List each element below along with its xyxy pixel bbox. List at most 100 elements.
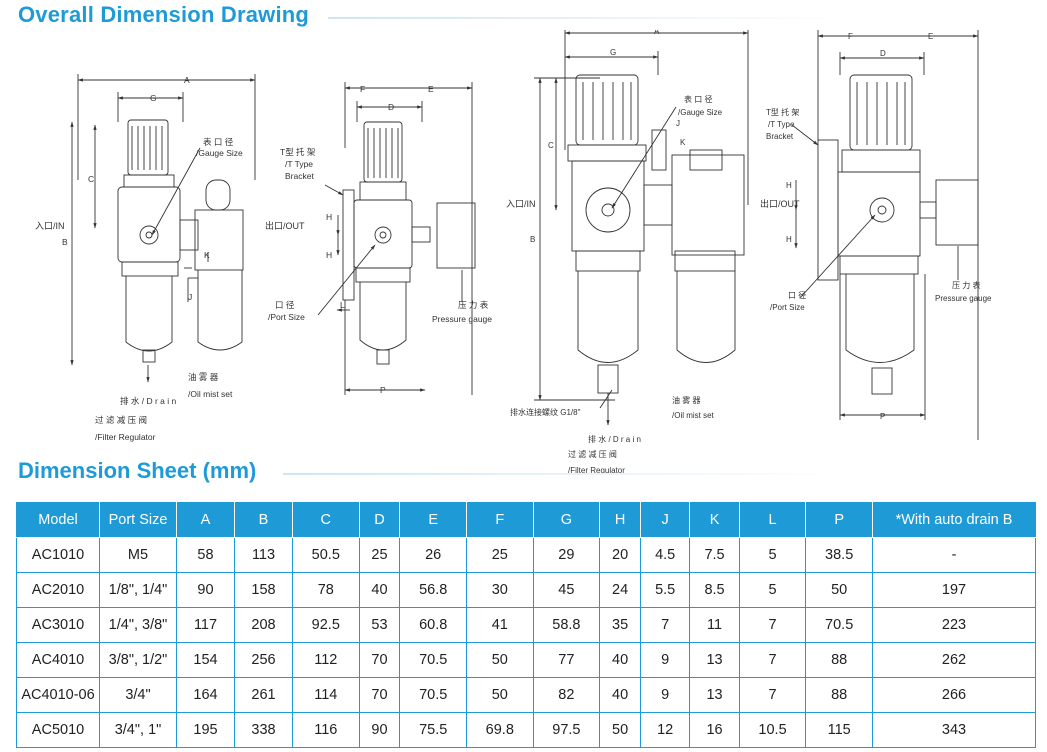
side-view-large-text: F E D H H P 出口/OUT T型 托 架 /T Type Bracke… <box>760 32 992 421</box>
svg-text:C: C <box>548 141 554 150</box>
svg-text:G: G <box>150 93 157 103</box>
table-cell: AC3010 <box>16 607 100 643</box>
table-cell: 50 <box>599 712 641 748</box>
table-cell: 154 <box>176 642 235 678</box>
table-cell: 25 <box>465 537 534 573</box>
svg-text:入口/IN: 入口/IN <box>506 199 536 209</box>
sheet-title-rule <box>283 473 843 475</box>
title-rule <box>328 17 848 19</box>
table-cell: 9 <box>639 677 691 713</box>
svg-text:/Oil mist set: /Oil mist set <box>672 411 715 420</box>
svg-text:H: H <box>786 181 792 190</box>
svg-text:Bracket: Bracket <box>285 171 314 181</box>
table-cell: 164 <box>176 677 235 713</box>
col-header: E <box>399 502 467 538</box>
svg-text:/Gauge Size: /Gauge Size <box>196 148 243 158</box>
svg-text:K: K <box>204 250 210 260</box>
table-cell: 7 <box>738 607 807 643</box>
table-cell: 90 <box>358 712 401 748</box>
sheet-title: Dimension Sheet (mm) <box>18 458 257 483</box>
table-cell: 70.5 <box>805 607 873 643</box>
table-cell: 77 <box>532 642 601 678</box>
table-cell: 29 <box>532 537 601 573</box>
svg-text:/Gauge Size: /Gauge Size <box>678 108 723 117</box>
col-header: A <box>176 502 235 538</box>
svg-text:P: P <box>380 385 386 395</box>
table-cell: 8.5 <box>689 572 740 608</box>
svg-text:/T Type: /T Type <box>285 159 313 169</box>
front-view-small-text: A G B C J K 入口/IN 表 口 径 /Gauge Size 排 水 … <box>35 75 243 442</box>
table-cell: 16 <box>689 712 740 748</box>
table-cell: AC5010 <box>16 712 100 748</box>
svg-text:出口/OUT: 出口/OUT <box>760 198 800 209</box>
table-cell: 7 <box>738 677 807 713</box>
col-header: H <box>599 502 641 538</box>
svg-text:过 滤 减 压 阀: 过 滤 减 压 阀 <box>95 415 147 425</box>
svg-text:排 水 / D r a i n: 排 水 / D r a i n <box>120 396 176 406</box>
table-cell: 92.5 <box>292 607 360 643</box>
table-cell: AC4010-06 <box>16 677 100 713</box>
svg-text:E: E <box>928 32 933 41</box>
col-header: G <box>532 502 601 538</box>
svg-text:入口/IN: 入口/IN <box>35 221 65 231</box>
svg-text:/Filter Regulator: /Filter Regulator <box>568 466 625 475</box>
table-cell: 117 <box>176 607 235 643</box>
svg-text:油 雾 器: 油 雾 器 <box>672 395 700 405</box>
dimension-drawing: A G B C J K 入口/IN 表 口 径 /Gauge Size 排 水 … <box>35 30 992 475</box>
table-cell: 113 <box>234 537 293 573</box>
svg-text:Pressure gauge: Pressure gauge <box>935 294 992 303</box>
table-cell: 50 <box>805 572 873 608</box>
table-cell: 195 <box>176 712 235 748</box>
svg-text:排水连接螺纹 G1/8": 排水连接螺纹 G1/8" <box>510 407 581 417</box>
svg-text:J: J <box>676 119 680 128</box>
table-cell: 35 <box>599 607 641 643</box>
table-cell: 58 <box>176 537 235 573</box>
table-cell: 56.8 <box>399 572 467 608</box>
table-cell: 112 <box>292 642 360 678</box>
table-cell: 158 <box>234 572 293 608</box>
table-cell: 70.5 <box>399 642 467 678</box>
table-cell: 338 <box>234 712 293 748</box>
col-header: Model <box>16 502 100 538</box>
table-cell: 70.5 <box>399 677 467 713</box>
table-cell: 9 <box>639 642 691 678</box>
svg-text:A: A <box>654 30 660 36</box>
col-header: K <box>689 502 740 538</box>
table-cell: 197 <box>872 572 1036 608</box>
table-cell: 343 <box>872 712 1036 748</box>
svg-text:/Oil mist set: /Oil mist set <box>188 389 233 399</box>
svg-text:油 雾 器: 油 雾 器 <box>188 372 219 382</box>
table-cell: 25 <box>358 537 401 573</box>
table-cell: 24 <box>599 572 641 608</box>
side-view-large <box>791 30 979 440</box>
front-view-large-text: A G B C J K 入口/IN 表 口 径 /Gauge Size 排水连接… <box>506 30 723 475</box>
svg-text:Pressure gauge: Pressure gauge <box>432 314 492 324</box>
table-cell: 266 <box>872 677 1036 713</box>
svg-text:T型 托 架: T型 托 架 <box>766 107 799 117</box>
svg-text:P: P <box>880 412 885 421</box>
table-cell: 12 <box>639 712 691 748</box>
table-cell: 75.5 <box>399 712 467 748</box>
table-cell: 88 <box>805 677 873 713</box>
svg-text:B: B <box>530 235 535 244</box>
table-cell: 3/4", 1" <box>99 712 177 748</box>
svg-text:T型 托 架: T型 托 架 <box>280 147 316 157</box>
svg-text:F: F <box>848 32 853 41</box>
svg-text:表 口 径: 表 口 径 <box>203 137 234 147</box>
svg-text:E: E <box>428 84 434 94</box>
svg-text:L: L <box>340 300 345 310</box>
svg-text:H: H <box>326 250 332 260</box>
table-cell: 30 <box>465 572 534 608</box>
table-cell: 50 <box>465 642 534 678</box>
svg-text:表 口 径: 表 口 径 <box>684 94 712 104</box>
col-header: C <box>292 502 360 538</box>
table-cell: 1/4", 3/8" <box>99 607 177 643</box>
table-cell: 5.5 <box>639 572 691 608</box>
table-cell: 26 <box>399 537 467 573</box>
table-cell: 114 <box>292 677 360 713</box>
